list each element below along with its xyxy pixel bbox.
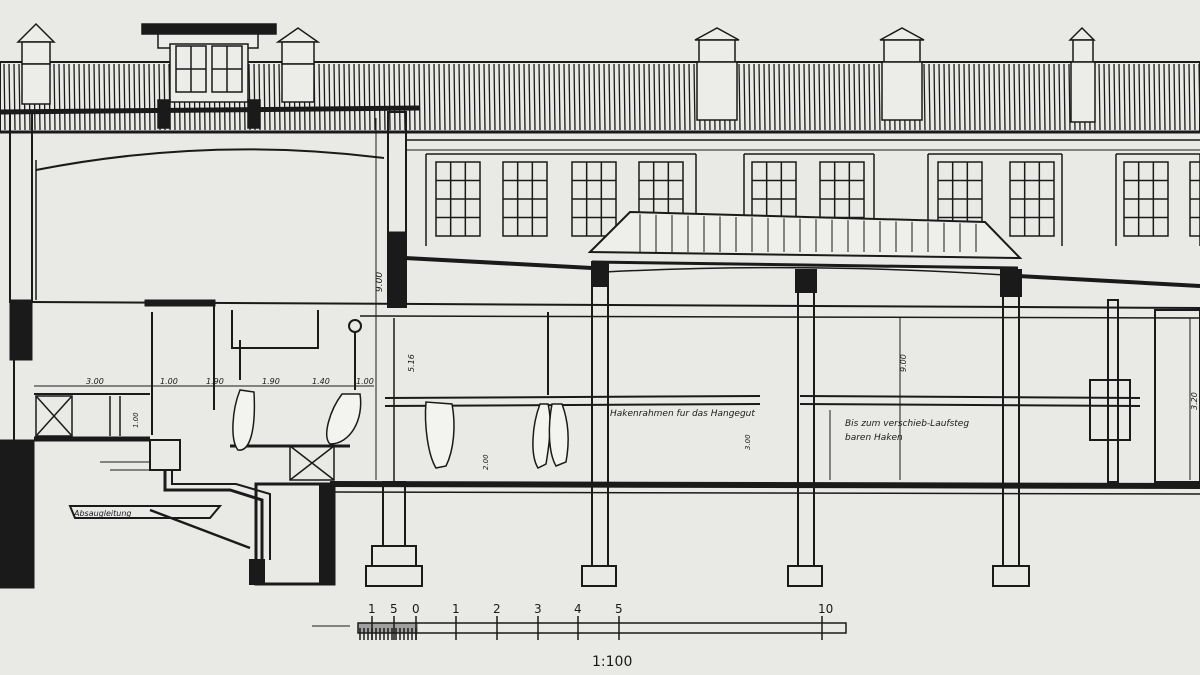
roof-lantern xyxy=(141,23,277,129)
roof-ventilators xyxy=(16,22,1096,129)
carcass-2 xyxy=(326,393,362,445)
dim-label-f: 1.00 xyxy=(356,377,374,386)
scale-tick-label: 10 xyxy=(818,602,833,616)
scale-tick-label: 1 xyxy=(452,602,460,616)
scale-tick-label: 1 xyxy=(368,602,376,616)
facade-window xyxy=(571,161,617,237)
floor xyxy=(0,438,1200,589)
columns xyxy=(365,261,1200,587)
ventilator-1 xyxy=(16,22,56,105)
column-5 xyxy=(1089,299,1131,483)
column-3 xyxy=(787,269,823,587)
facade-window xyxy=(1189,161,1200,237)
dim-label-c: 1.90 xyxy=(262,377,280,386)
dimension-lines xyxy=(34,118,1191,480)
basement-drain xyxy=(68,439,336,586)
scale-tick-label: 3 xyxy=(534,602,542,616)
skylight xyxy=(404,210,1200,288)
dim-label-e: 1.00 xyxy=(160,377,178,386)
ventilator-5 xyxy=(1068,26,1096,123)
dim-label-h: 2.00 xyxy=(482,454,490,470)
note-run-line-1: Bis zum verschieb-Laufsteg xyxy=(845,419,969,429)
scale-tick-label: 5 xyxy=(615,602,623,616)
ventilator-4 xyxy=(879,27,925,121)
dim-label-i: 3.00 xyxy=(744,434,752,450)
carcass-3 xyxy=(424,401,455,469)
dim-label-d: 1.40 xyxy=(312,377,330,386)
ventilator-3 xyxy=(694,27,740,121)
scale-tick-label: 4 xyxy=(574,602,582,616)
dim-label-b: 1.90 xyxy=(206,377,224,386)
dim-label-g: 1.00 xyxy=(132,412,140,428)
left-hall xyxy=(0,105,421,440)
platforms xyxy=(34,393,350,481)
height-label-left: 5.16 xyxy=(407,354,416,372)
height-label-right: 3.20 xyxy=(1190,392,1199,410)
column-2 xyxy=(581,261,617,587)
conveyor-pipes xyxy=(151,306,549,435)
scale-tick-label: 5 xyxy=(390,602,398,616)
note-run-line-2: baren Haken xyxy=(845,433,903,443)
annotations: 3.00 1.00 1.90 1.90 1.40 1.00 9.00 5.16 … xyxy=(73,272,1199,518)
carcass-5 xyxy=(548,403,569,467)
facade-window xyxy=(1009,161,1055,237)
facade-window xyxy=(1123,161,1169,237)
scale-tick-label: 2 xyxy=(493,602,501,616)
rail-beams xyxy=(29,299,1200,407)
hanging-carcasses xyxy=(232,389,569,469)
facade-window xyxy=(502,161,548,237)
column-4 xyxy=(992,269,1030,587)
height-label-main: 9.00 xyxy=(375,272,385,292)
dim-label-a: 3.00 xyxy=(86,377,104,386)
scale-ratio: 1:100 xyxy=(592,654,632,670)
carcass-1 xyxy=(232,389,256,451)
scale-tick-label: 0 xyxy=(412,602,420,616)
facade-window xyxy=(435,161,481,237)
ventilator-2 xyxy=(275,27,321,103)
height-label-mid: 9.00 xyxy=(899,354,908,372)
note-hook-frame: Hakenrahmen fur das Hangegut xyxy=(610,409,755,419)
note-drain: Absaugleitung xyxy=(73,509,132,518)
